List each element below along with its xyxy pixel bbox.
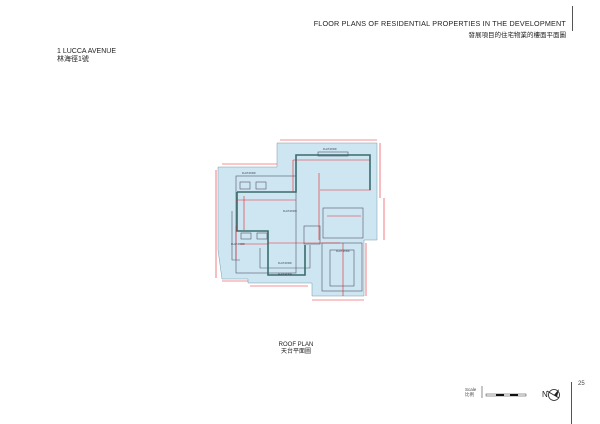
room-label: FLAT ROOF xyxy=(231,243,245,246)
room-label: FLAT ROOF xyxy=(242,172,256,175)
room-label: FLAT ROOF xyxy=(278,273,292,276)
address-zh: 林海徑1號 xyxy=(57,56,89,63)
scale-label-zh: 比例 xyxy=(465,392,474,397)
caption-en: ROOF PLAN xyxy=(278,342,314,348)
footer-divider xyxy=(571,382,572,424)
plan-fill xyxy=(217,142,378,297)
header-title-en: FLOOR PLANS OF RESIDENTIAL PROPERTIES IN… xyxy=(313,19,566,28)
plan-parapet xyxy=(236,154,371,276)
room-label: FLAT ROOF xyxy=(323,148,337,151)
header-title-zh: 發展項目的住宅物業的樓面平面圖 xyxy=(468,32,567,39)
caption-zh: 天台平面圖 xyxy=(280,349,311,355)
property-address: 1 LUCCA AVENUE 林海徑1號 xyxy=(57,48,116,64)
room-label: FLAT ROOF xyxy=(278,262,292,265)
page-number: 25 xyxy=(578,381,585,387)
dimension-lines xyxy=(215,139,385,301)
plan-walls xyxy=(231,151,364,292)
room-label: FLAT ROOF xyxy=(336,250,350,253)
scale-bar-and-north: N xyxy=(481,386,560,401)
north-arrow-icon: N xyxy=(542,389,560,401)
scale-label-en: Scale xyxy=(465,387,477,392)
address-en: 1 LUCCA AVENUE xyxy=(57,48,117,55)
scale-bar xyxy=(485,393,527,397)
scale-label: Scale 比例 xyxy=(465,387,476,397)
north-label: N xyxy=(542,390,548,399)
room-labels: FLAT ROOF FLAT ROOF FLAT ROOF FLAT ROOF … xyxy=(231,148,350,276)
room-label: FLAT ROOF xyxy=(283,210,297,213)
header-divider xyxy=(572,6,573,31)
page-header: FLOOR PLANS OF RESIDENTIAL PROPERTIES IN… xyxy=(314,19,566,39)
plan-caption: ROOF PLAN 天台平面圖 xyxy=(266,342,326,356)
